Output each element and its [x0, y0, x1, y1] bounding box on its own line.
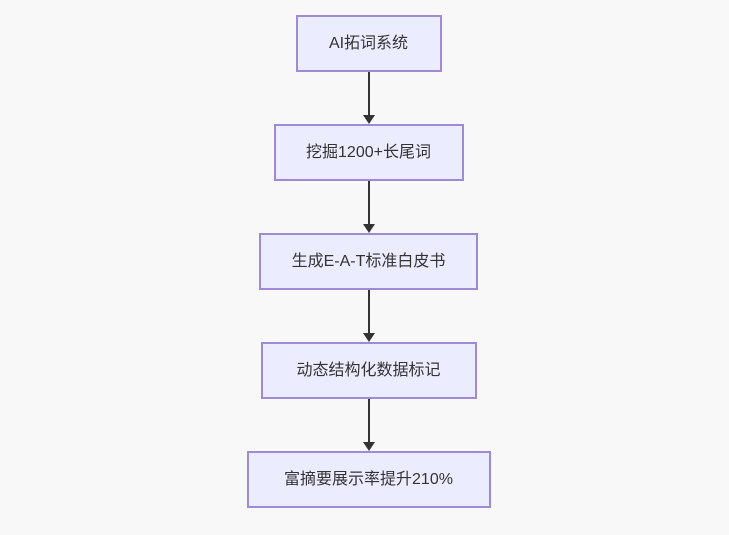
- arrow-shaft: [367, 399, 370, 442]
- node-label: AI拓词系统: [328, 34, 409, 52]
- node-label: 生成E-A-T标准白皮书: [291, 252, 446, 270]
- flow-arrow-2: [362, 181, 375, 233]
- arrow-head-icon: [362, 224, 375, 233]
- flowchart-canvas: AI拓词系统 挖掘1200+长尾词 生成E-A-T标准白皮书 动态结构化数据标记…: [4, 0, 729, 535]
- flow-arrow-3: [362, 290, 375, 342]
- node-label: 富摘要展示率提升210%: [284, 470, 453, 488]
- arrow-head-icon: [362, 442, 375, 451]
- node-label: 动态结构化数据标记: [296, 361, 441, 379]
- flowchart-node-rich-snippet-result: 富摘要展示率提升210%: [246, 451, 491, 508]
- arrow-head-icon: [362, 333, 375, 342]
- node-label: 挖掘1200+长尾词: [306, 143, 431, 161]
- flow-arrow-4: [362, 399, 375, 451]
- arrow-shaft: [367, 290, 370, 333]
- flowchart-node-structured-data: 动态结构化数据标记: [260, 342, 477, 399]
- flow-arrow-1: [362, 72, 375, 124]
- flowchart-node-eat-whitepaper: 生成E-A-T标准白皮书: [259, 233, 478, 290]
- arrow-shaft: [367, 72, 370, 115]
- flowchart-node-longtail-mining: 挖掘1200+长尾词: [273, 124, 464, 181]
- flowchart-node-ai-expansion: AI拓词系统: [295, 15, 442, 72]
- arrow-head-icon: [362, 115, 375, 124]
- arrow-shaft: [367, 181, 370, 224]
